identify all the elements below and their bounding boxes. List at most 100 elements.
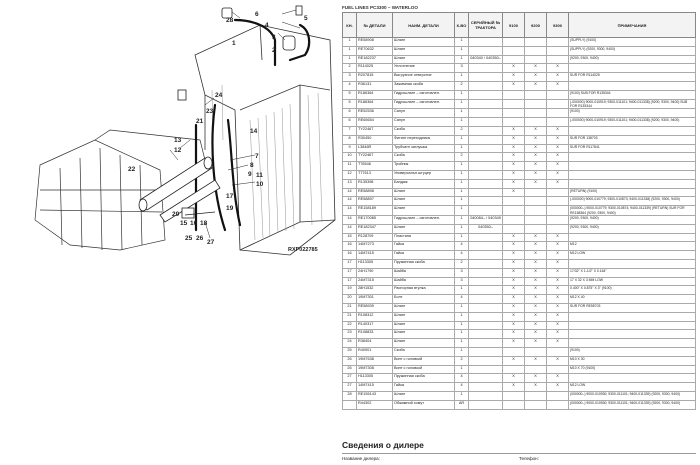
table-cell-no: 14 [342,187,357,198]
table-cell-name: Шланг [392,37,455,47]
table-cell-c: X [546,134,569,145]
table-cell-c: X [546,382,569,392]
table-cell-c: X [546,338,569,348]
table-cell-b [524,37,547,47]
table-cell-b [524,45,547,56]
table-cell-a: X [502,250,525,260]
callout-15: 15 [180,220,188,227]
table-cell-note [568,125,696,136]
table-cell-serial [468,258,503,269]
table-cell-a [502,346,525,357]
callout-10: 10 [256,181,264,188]
table-cell-note: (-000000) 9000-010779; 9300-010873; 9400… [568,196,696,207]
table-cell-name: Фитинг переходника [392,134,455,145]
table-cell-qty: 1 [454,72,469,82]
table-cell-name: Шайба [392,267,455,278]
callout-7: 7 [255,153,259,160]
table-cell-no: 26 [342,355,357,366]
figure-id: RXP022785 [288,247,318,253]
table-cell-c: X [546,72,569,82]
table-cell-name: Уплотнение [392,63,455,74]
table-cell-note: M12 X 40 [568,294,696,304]
table-cell-b: X [524,311,547,322]
table-cell-qty: 1 [454,214,469,225]
callout-20: 20 [172,211,180,218]
table-cell-part: H113305 [356,258,393,269]
table-cell-qty: 1 [454,329,469,340]
table-cell-part: R108833 [356,329,393,340]
table-cell-b: X [524,320,547,331]
table-cell-b: X [524,338,547,348]
callout-26: 26 [196,235,204,242]
table-cell-qty: 1 [454,205,469,216]
table-cell-note: 17/32" X 1-1/2" X 0.164" [568,267,696,278]
table-cell-no: 11 [342,161,357,171]
table-cell-no: 10 [342,152,357,163]
table-cell-name: Гидрошланг – изготовлен. [392,89,455,100]
table-cell-serial [468,390,503,401]
table-cell-name: Универсальн.штуцер [392,169,455,180]
table-cell-serial [468,364,503,375]
table-cell-part: R207815 [356,72,393,82]
table-cell-name: Гидрошланг – изготовлен. [392,98,455,110]
table-cell-a: X [502,258,525,269]
table-cell-a [502,223,525,234]
table-cell-name: Зажимная скоба [392,80,455,91]
table-cell-qty: 1 [454,232,469,243]
table-cell-serial [468,250,503,260]
table-cell-note: M10 X 30 [568,355,696,366]
table-cell-qty: 2 [454,125,469,136]
table-cell-b [524,117,547,127]
table-cell-part: RE58897 [356,196,393,207]
table-cell-name: Шланг [392,390,455,401]
table-cell-c: X [546,152,569,163]
table-cell-qty: 1 [454,54,469,65]
table-cell-no [342,399,357,410]
table-cell-serial [468,143,503,154]
table-cell-b: X [524,143,547,154]
table-cell-serial [468,63,503,74]
table-cell-part: 28H1532 [356,285,393,296]
table-cell-a: X [502,355,525,366]
table-cell-b [524,108,547,119]
table-cell-note: 17 X 32 X 3 MM LOW [568,276,696,287]
table-cell-part: RE170085 [356,214,393,225]
table-cell-c: X [546,329,569,340]
table-cell-a: X [502,187,525,198]
table-cell-serial [468,285,503,296]
table-cell-b: X [524,178,547,189]
table-cell-a: X [502,134,525,145]
table-cell-part: RE58898 [356,187,393,198]
table-cell-c: X [546,161,569,171]
table-cell-serial [468,399,503,410]
table-cell-serial [468,294,503,304]
table-cell-c: X [546,125,569,136]
callout-25: 25 [185,235,193,242]
table-cell-c [546,54,569,65]
table-cell-c: X [546,241,569,252]
table-cell-c [546,117,569,127]
tank-hatching [211,84,323,241]
table-cell-part: R128709 [356,232,393,243]
dealer-section: Сведения о дилере Название дилера: Телеф… [342,440,696,461]
table-cell-serial [468,98,503,110]
table-cell-name: Тройник [392,161,455,171]
table-cell-no: 27 [342,382,357,392]
table-cell-note [568,258,696,269]
table-cell-qty: AR [454,399,469,410]
table-cell-serial [468,134,503,145]
table-cell-qty: 4 [454,250,469,260]
table-cell-part: R40901 [356,346,393,357]
table-cell-b: X [524,302,547,313]
table-cell-part: RE58908 [356,37,393,47]
